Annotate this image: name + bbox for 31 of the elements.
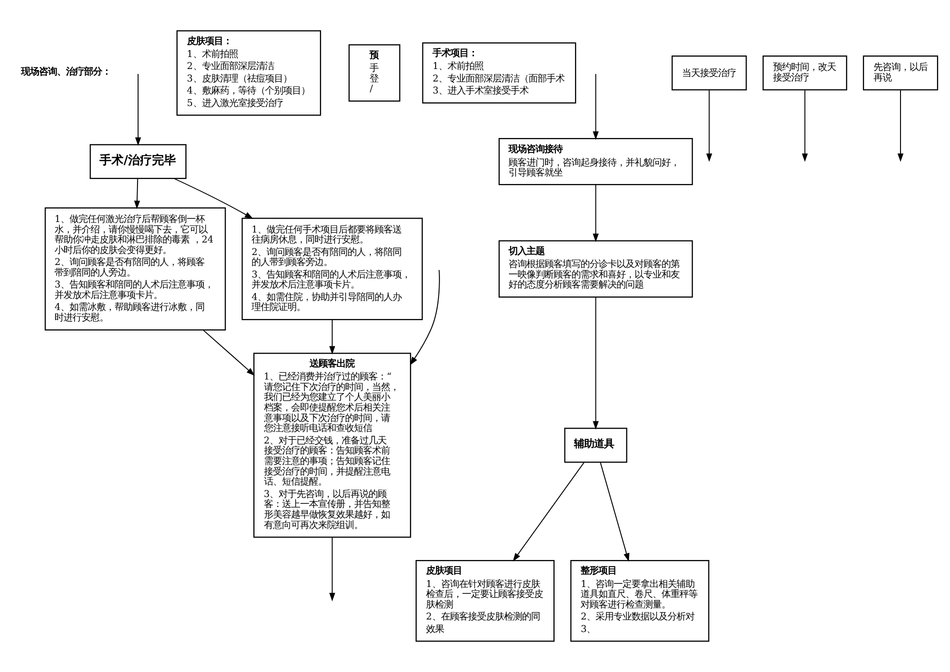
node-box: 预 手登/ [348,44,400,102]
arrow [898,90,904,162]
arrow [135,73,142,146]
arrow [802,90,808,162]
node-box: 皮肤项目 1、咨询在针对顾客进行皮肤检查后，一定要让顾客接受皮肤检测 2、在顾客接受皮肤检测的同 效果 [416,560,555,642]
arrow [592,296,599,430]
node-box: 1、做完任何手术项目后都要将顾客送往病房休息，同时进行安慰。 2、询问顾客是否有陪同的人，将陪同的人带到顾客旁边。 3、告知顾客和陪同的人术后注意事项，并发放术后注意事项卡片。 4、如需住院，协助并引导陪同的人办理住院证明。 [242,218,423,320]
arrow [329,536,336,602]
arrow [202,329,255,376]
node-box: 当天接受治疗 [672,56,747,90]
arrow [174,178,254,219]
node-box: 先咨询，以后再说 [862,56,938,90]
arrow [592,184,599,242]
node-box: 送顾客出院 1、已经消费并治疗过的顾客：“请您记住下次治疗的时间，当然，我们已经为您建立了个人美丽小档案，会即使提醒您术后相关注意事项以及下次治疗的时间，请您注意接听电话和查收短信 2、对于已经交钱，准备过几天接受治疗的顾客：告知顾客术前需要注意的事项；告知顾客记住接受治疗的时间，并提醒注意电话、短信提醒。 3、对于先咨询，以后再说的顾客：送上一本宣传册，并告知整形美容越早做恢复效果越好，如有意向可再次来院组训。 [253,352,412,538]
arrow [512,462,585,562]
node-box: 皮肤项目： 1、术前拍照 2、专业面部深层清洁 3、皮肤清理（祛痘项目） 4、敷麻药，等待（个别项目） 5、进入激光室接受治疗 [176,30,322,116]
arrow [410,270,440,366]
node-box: 手术/治疗完毕 [90,144,186,180]
arrow [592,73,599,140]
label: 现场咨询、治疗部分： [20,66,111,78]
node-box: 现场咨询接待 顾客进门时，咨询起身接待，并礼貌问好，引导顾客就坐 [498,138,693,186]
arrow [134,178,140,210]
node-box: 辅助道具 [564,428,628,463]
arrow [329,319,336,355]
node-box: 预约时间，改天接受治疗 [762,56,848,90]
node-box: 手术项目： 1、术前拍照 2、专业面部深层清洁（面部手术 3、进入手术室接受手术 [422,42,576,104]
node-box: 切入主题 咨询根据顾客填写的分诊卡以及对顾客的第一映像判断顾客的需求和喜好，以专业和友好的态度分析顾客需要解决的问题 [498,240,693,298]
node-box: 整形项目 1、咨询一定要拿出相关辅助道具如直尺、卷尺、体重秤等对顾客进行检查测量。 2、采用专业数据以及分析对 3、 [570,560,710,642]
node-box: 1、做完任何激光治疗后帮顾客倒一杯水，并介绍，请你慢慢喝下去，它可以帮助你冲走皮肤和淋巴排除的毒素 ，24 小时后你的皮肤会变得更好。 2、询问顾客是否有陪同的人，将顾客带到陪同的人旁边。 3、告知顾客和陪同的人术后注意事项，并发放术后注意事项卡片。 4、如需冰敷，帮助顾客进行冰敷，同时进行安慰。 [44,207,226,330]
arrow [706,90,712,162]
arrow [600,462,630,562]
